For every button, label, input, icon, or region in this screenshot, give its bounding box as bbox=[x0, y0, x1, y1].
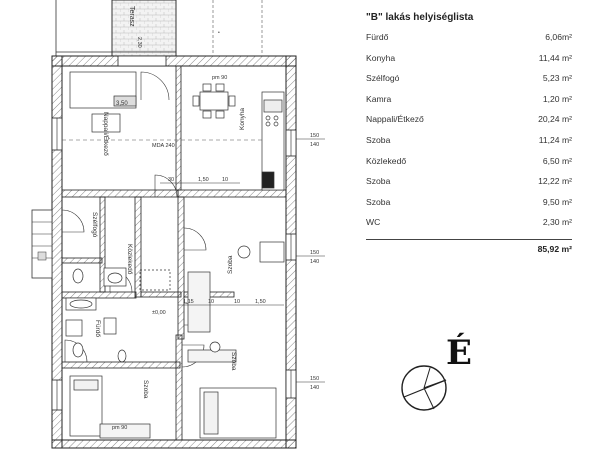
room-label-szoba-mid: Szoba bbox=[227, 255, 234, 274]
room-name: Fürdő bbox=[366, 32, 389, 42]
svg-text:150: 150 bbox=[310, 133, 319, 139]
room-name: Kamra bbox=[366, 93, 392, 104]
room-row: Közlekedő 6,50 m² bbox=[366, 156, 572, 177]
svg-text:140: 140 bbox=[310, 142, 319, 148]
room-area: 6,06m² bbox=[545, 32, 572, 42]
room-area: 12,22 m² bbox=[538, 176, 572, 187]
room-area: 5,23 m² bbox=[542, 73, 572, 84]
room-label-szelfogo: Szélfogó bbox=[91, 212, 98, 238]
total-area-value: 85,92 m² bbox=[537, 243, 572, 254]
svg-text:3,50: 3,50 bbox=[116, 101, 128, 107]
room-row: Kamra 1,20 m² bbox=[366, 94, 572, 115]
room-schedule-title: "B" lakás helyiséglista bbox=[366, 12, 474, 23]
svg-text:•: • bbox=[218, 30, 220, 36]
room-row: Konyha 11,44 m² bbox=[366, 53, 572, 74]
room-label-szoba-bottom-left: Szoba bbox=[142, 380, 149, 399]
terrace-label: Terasz bbox=[128, 6, 135, 27]
terrace: Terasz • bbox=[55, 0, 263, 57]
svg-text:2,30: 2,30 bbox=[136, 37, 142, 48]
room-row: WC 2,30 m² bbox=[366, 217, 572, 238]
total-divider bbox=[366, 238, 572, 240]
room-name: Közlekedő bbox=[366, 155, 407, 166]
svg-text:10: 10 bbox=[208, 299, 214, 305]
room-name: Szoba bbox=[366, 176, 391, 187]
furniture bbox=[65, 71, 285, 439]
svg-text:10: 10 bbox=[222, 177, 228, 183]
outer-walls bbox=[51, 55, 297, 449]
room-row: Fürdő 6,06m² bbox=[366, 32, 572, 53]
room-area: 20,24 m² bbox=[538, 114, 572, 125]
room-schedule-table: "B" lakás helyiséglista Fürdő 6,06m² Konyh… bbox=[366, 12, 572, 254]
svg-text:±0,00: ±0,00 bbox=[152, 310, 166, 316]
room-label-kozlekedo: Közlekedő bbox=[126, 244, 133, 275]
svg-text:150: 150 bbox=[310, 376, 319, 382]
room-area: 2,30 m² bbox=[542, 217, 572, 228]
north-arrow bbox=[401, 365, 447, 411]
room-name: Szoba bbox=[366, 134, 391, 145]
svg-text:1,50: 1,50 bbox=[198, 177, 209, 183]
svg-text:pm 90: pm 90 bbox=[112, 425, 127, 431]
svg-text:1,50: 1,50 bbox=[255, 299, 266, 305]
total-area: 85,92 m² bbox=[366, 244, 572, 254]
room-label-nappali: Nappali/Étkező bbox=[102, 112, 111, 156]
room-label-szoba-bottom-right: Szoba bbox=[230, 352, 237, 371]
room-row: Szoba 12,22 m² bbox=[366, 176, 572, 197]
room-row: Szoba 11,24 m² bbox=[366, 135, 572, 156]
entrance-steps bbox=[31, 209, 53, 279]
room-area: 9,50 m² bbox=[542, 196, 572, 207]
room-row: Nappali/Étkező 20,24 m² bbox=[366, 114, 572, 135]
room-name: Szoba bbox=[366, 196, 391, 207]
room-name: Nappali/Étkező bbox=[366, 114, 424, 125]
svg-text:1,15: 1,15 bbox=[183, 299, 194, 305]
svg-text:30: 30 bbox=[168, 177, 174, 183]
room-label-furdo: Fürdő bbox=[94, 320, 101, 337]
dimensions: 150 140 150 140 150 140 30 1,50 10 1,15 … bbox=[62, 37, 325, 431]
svg-text:140: 140 bbox=[310, 259, 319, 265]
svg-text:140: 140 bbox=[310, 385, 319, 391]
room-area: 1,20 m² bbox=[542, 93, 572, 104]
room-row: Szélfogó 5,23 m² bbox=[366, 73, 572, 94]
room-name: Konyha bbox=[366, 52, 396, 63]
room-row: Szoba 9,50 m² bbox=[366, 197, 572, 218]
room-labels: Nappali/Étkező Konyha Szélfogó Közlekedő… bbox=[91, 108, 246, 399]
room-name: Szélfogó bbox=[366, 73, 400, 84]
room-name: WC bbox=[366, 217, 381, 228]
room-label-konyha: Konyha bbox=[239, 108, 246, 130]
room-area: 11,24 m² bbox=[538, 134, 572, 145]
svg-text:150: 150 bbox=[310, 250, 319, 256]
room-area: 6,50 m² bbox=[542, 155, 572, 166]
interior-walls bbox=[61, 65, 287, 441]
room-area: 11,44 m² bbox=[538, 52, 572, 63]
svg-text:pm 90: pm 90 bbox=[212, 75, 227, 81]
svg-text:10: 10 bbox=[234, 299, 240, 305]
north-label: É bbox=[446, 333, 472, 373]
svg-text:MDA 240: MDA 240 bbox=[152, 143, 175, 149]
